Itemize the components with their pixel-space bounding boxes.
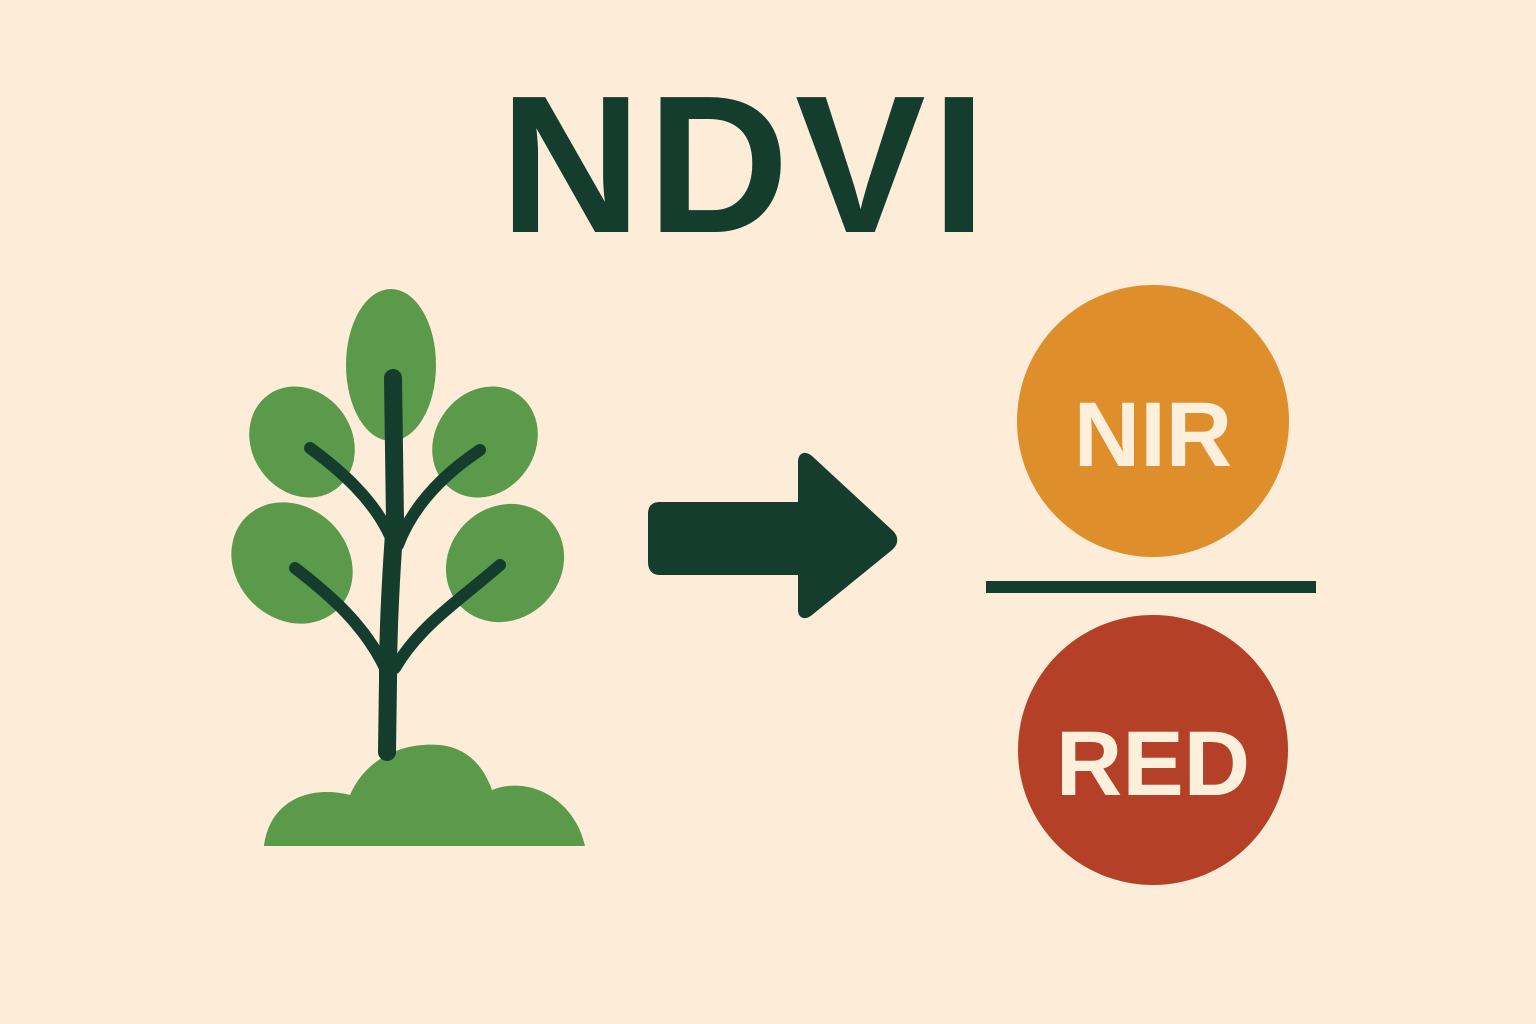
numerator-nir: NIR [1017,285,1289,557]
title: NDVI [500,55,992,274]
nir-label: NIR [1074,384,1232,486]
plant-icon [231,289,585,846]
red-label: RED [1056,713,1250,815]
fraction-bar [986,581,1316,593]
nir-circle [1017,285,1289,557]
denominator-red: RED [1018,615,1288,885]
red-circle [1018,615,1288,885]
arrow-right-icon [648,452,898,619]
